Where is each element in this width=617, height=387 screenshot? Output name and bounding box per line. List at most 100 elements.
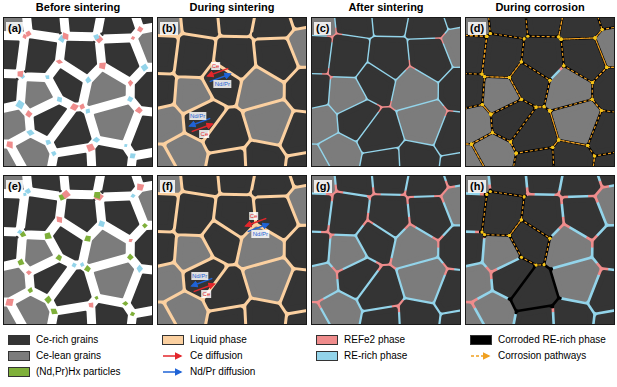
- grain: [96, 146, 127, 167]
- particle: [84, 236, 91, 242]
- corrosion-dot: [601, 28, 604, 31]
- panel-clip: [311, 175, 461, 325]
- legend-text: RE-rich phase: [344, 350, 407, 362]
- particle: [86, 144, 95, 153]
- grain: [510, 310, 551, 325]
- particle: [17, 258, 24, 265]
- particle: [135, 107, 143, 114]
- corrosion-path: [559, 17, 602, 39]
- grain: [548, 229, 588, 265]
- grain: [435, 17, 461, 26]
- particle: [62, 190, 71, 199]
- corrosion-path: [550, 99, 601, 145]
- grain: [592, 114, 615, 151]
- diffusion-label: Ce: [211, 62, 221, 70]
- grain: [258, 43, 293, 77]
- corrosion-path: [553, 140, 595, 167]
- corrosion-dot: [485, 35, 488, 38]
- grain: [593, 150, 615, 167]
- grain: [26, 82, 52, 107]
- corrosion-dot: [520, 60, 523, 63]
- grain: [29, 175, 61, 192]
- corrosion-dot: [489, 113, 492, 116]
- grain: [311, 195, 329, 228]
- particle: [27, 287, 33, 293]
- grain: [17, 297, 48, 325]
- particle: [55, 254, 62, 261]
- particle: [141, 64, 149, 72]
- grain: [208, 269, 246, 306]
- particle: [128, 80, 134, 87]
- grain: [292, 26, 307, 63]
- grain: [372, 17, 413, 34]
- particle: [25, 31, 31, 37]
- grain: [51, 154, 88, 167]
- grain: [255, 175, 289, 193]
- grain: [486, 80, 516, 109]
- grain: [331, 37, 366, 74]
- particle: [122, 301, 128, 306]
- grain: [95, 106, 133, 140]
- grain: [203, 153, 243, 167]
- grain: [132, 274, 153, 308]
- grain: [356, 151, 399, 167]
- legend-item: (Nd,Pr)Hx particles: [8, 365, 120, 379]
- grain: [157, 196, 174, 227]
- grain: [515, 110, 555, 149]
- panel-art: [122, 0, 343, 203]
- panel-letter: (e): [6, 180, 23, 193]
- panel-frame: (h): [465, 175, 615, 325]
- particle: [127, 96, 133, 102]
- corrosion-dot: [535, 264, 538, 267]
- grain: [402, 302, 437, 325]
- particle: [84, 265, 91, 272]
- grain: [182, 17, 216, 34]
- corrosion-dot: [542, 105, 545, 108]
- grain: [402, 143, 437, 167]
- grain: [360, 225, 392, 262]
- particle: [24, 188, 31, 194]
- corrosion-dot: [586, 144, 589, 147]
- grain: [241, 230, 280, 265]
- particle: [88, 303, 93, 308]
- grain: [157, 38, 174, 69]
- grain: [510, 152, 552, 167]
- legend-item: Ce-lean grains: [8, 349, 101, 363]
- panel-letter: (b): [160, 22, 178, 35]
- grain: [218, 41, 251, 75]
- legend-swatch: [470, 335, 492, 345]
- panel-art: [0, 141, 188, 360]
- grain: [526, 17, 566, 33]
- grain: [555, 262, 597, 300]
- grain: [592, 273, 615, 310]
- grain: [105, 202, 138, 234]
- particle: [127, 253, 134, 260]
- legend-swatch: [8, 367, 30, 377]
- corrosion-dot: [489, 113, 492, 116]
- corrosion-dot: [489, 113, 492, 116]
- grain: [465, 196, 482, 229]
- corrosion-dot: [508, 234, 511, 237]
- corrosion-dot: [605, 66, 608, 69]
- corrosion-path: [592, 67, 615, 117]
- particle: [26, 130, 34, 136]
- grain: [241, 72, 280, 107]
- panel-clip: [3, 17, 153, 167]
- legend-line-sample: [470, 351, 492, 361]
- corrosion-dot: [483, 75, 486, 78]
- grain: [55, 112, 91, 147]
- particle: [23, 192, 26, 196]
- grain: [139, 27, 153, 62]
- grain: [322, 295, 358, 325]
- particle: [70, 103, 79, 111]
- column-header: After sintering: [348, 1, 423, 14]
- grain: [590, 175, 615, 183]
- corrosion-dot: [515, 152, 518, 155]
- grain: [563, 17, 598, 36]
- particle: [79, 103, 85, 109]
- corrosion-dot: [491, 131, 494, 134]
- corrosion-path: [465, 34, 487, 74]
- grain: [441, 70, 461, 113]
- grain: [66, 175, 101, 189]
